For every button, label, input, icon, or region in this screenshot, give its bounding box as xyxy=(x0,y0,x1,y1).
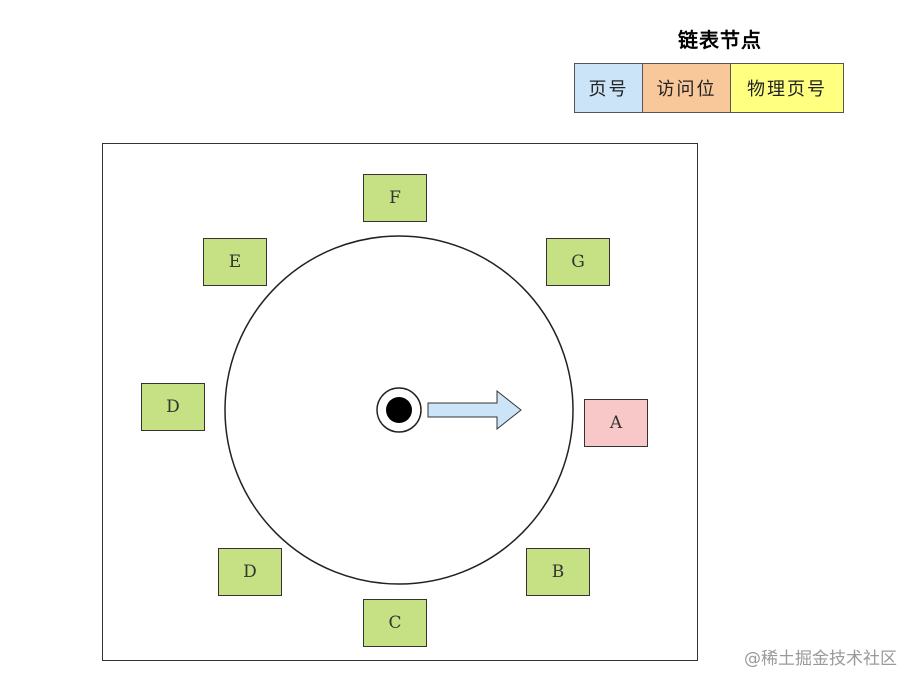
clock-hub xyxy=(386,397,412,423)
legend-page-number-cell: 页号 xyxy=(575,64,643,112)
clock-pointer-arrow xyxy=(427,389,522,431)
linked-list-node-legend: 页号 访问位 物理页号 xyxy=(574,63,844,113)
watermark: @稀土掘金技术社区 xyxy=(744,649,897,669)
page-node-g: G xyxy=(546,238,610,286)
legend-physical-page-cell: 物理页号 xyxy=(731,64,843,112)
legend-title: 链表节点 xyxy=(678,28,762,52)
page-node-a: A xyxy=(584,399,648,447)
page-node-b: B xyxy=(526,548,590,596)
page-node-c: C xyxy=(363,599,427,647)
page-node-e: E xyxy=(203,238,267,286)
page-node-f: F xyxy=(363,174,427,222)
clock-frame xyxy=(102,143,698,661)
page-node-d-left: D xyxy=(141,383,205,431)
legend-access-bit-cell: 访问位 xyxy=(643,64,731,112)
clock-circle xyxy=(224,235,574,585)
page-node-d-lower: D xyxy=(218,548,282,596)
